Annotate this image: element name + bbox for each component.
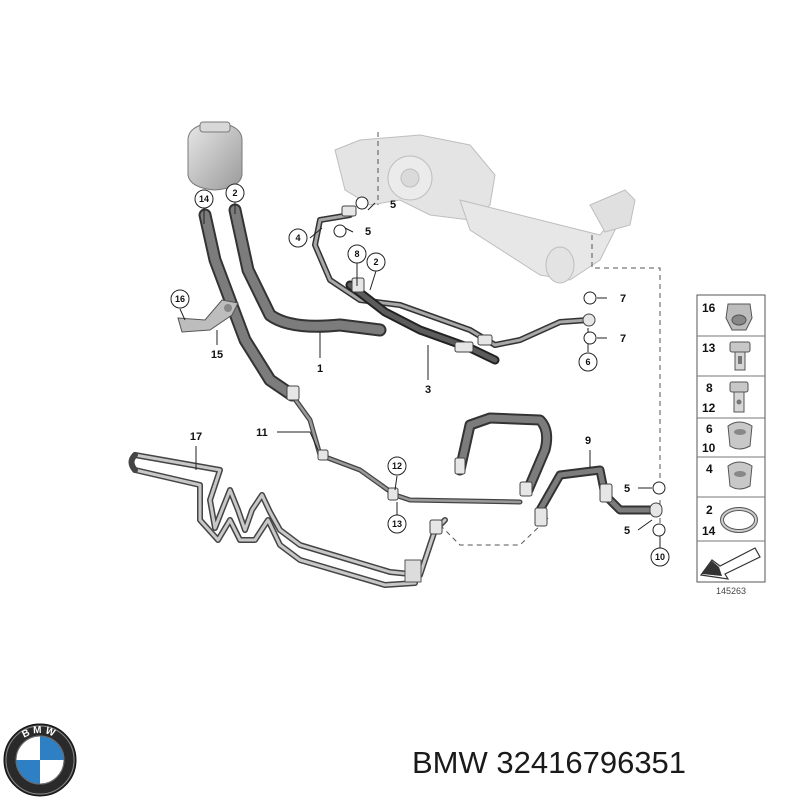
legend-num-14: 14 — [702, 524, 716, 538]
legend-num-13: 13 — [702, 341, 716, 355]
nut-icon — [725, 303, 753, 331]
callout-7b: 7 — [620, 333, 626, 345]
figure-number: 145263 — [716, 586, 746, 596]
callout-8: 8 — [354, 249, 359, 259]
return-hose — [228, 203, 387, 337]
legend-num-12: 12 — [702, 401, 716, 415]
banjo-bolt-icon — [729, 381, 749, 413]
fluid-reservoir — [187, 121, 243, 191]
callout-2b: 2 — [373, 257, 378, 267]
svg-text:BMW: BMW — [20, 725, 59, 741]
callout-10: 10 — [655, 552, 665, 562]
direction-arrow-icon — [699, 547, 761, 580]
banjo-fitting-small-icon — [727, 461, 753, 490]
callout-5d: 5 — [624, 525, 630, 537]
callout-9: 9 — [585, 435, 591, 447]
parts-legend: 16 13 8 12 6 10 4 2 14 — [696, 294, 766, 596]
mounting-bracket — [177, 299, 239, 333]
brand-label: BMW — [412, 745, 488, 780]
bmw-logo: BMW — [3, 723, 77, 797]
callout-labels: 1 3 14 2 4 8 2 16 6 12 13 10 5 5 7 7 15 … — [175, 188, 665, 562]
hose-clamp-icon — [720, 507, 758, 533]
callout-4: 4 — [295, 233, 300, 243]
pressure-line — [312, 212, 591, 365]
callout-1: 1 — [317, 363, 323, 375]
callout-6: 6 — [585, 357, 590, 367]
callout-13: 13 — [392, 519, 402, 529]
callout-5c: 5 — [624, 483, 630, 495]
legend-num-16: 16 — [702, 301, 716, 315]
callout-2: 2 — [232, 188, 237, 198]
callout-12: 12 — [392, 461, 402, 471]
callout-17: 17 — [190, 431, 202, 443]
feed-hose — [198, 208, 523, 505]
legend-num-10: 10 — [702, 441, 716, 455]
callout-15: 15 — [211, 349, 223, 361]
part-caption: BMW 32416796351 — [412, 740, 792, 786]
cooler-return-hose — [454, 412, 660, 515]
callout-16: 16 — [175, 294, 185, 304]
callout-14: 14 — [199, 194, 209, 204]
callout-5a: 5 — [390, 199, 396, 211]
hose-fittings — [286, 205, 663, 535]
logo-text: BMW — [20, 725, 56, 741]
steering-gear-assembly — [334, 134, 636, 284]
cooler-coil — [128, 452, 448, 588]
callout-5b: 5 — [365, 226, 371, 238]
circled-callouts — [170, 183, 670, 567]
banjo-fitting-icon — [727, 421, 753, 450]
callout-11: 11 — [256, 427, 268, 439]
callout-7a: 7 — [620, 293, 626, 305]
legend-num-2: 2 — [706, 503, 713, 517]
hollow-bolt-icon — [729, 341, 751, 371]
part-number: 32416796351 — [496, 745, 687, 780]
legend-num-4: 4 — [706, 462, 713, 476]
callout-3: 3 — [425, 384, 431, 396]
legend-num-8: 8 — [706, 381, 713, 395]
legend-num-6: 6 — [706, 422, 713, 436]
